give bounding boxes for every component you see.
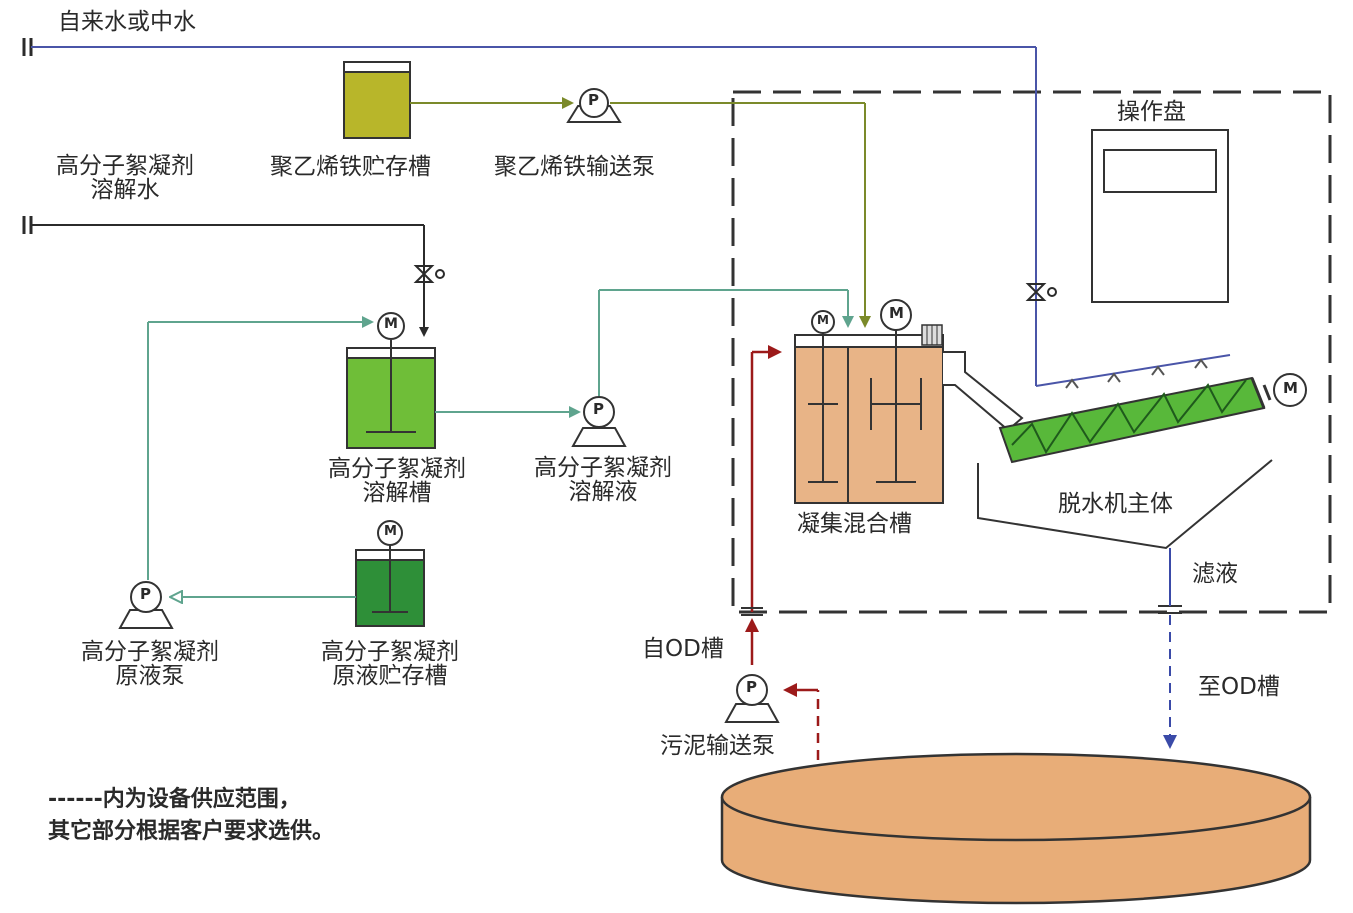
dewater-body-label: 脱水机主体 xyxy=(1058,491,1173,517)
dissolve-tank-label: 高分子絮凝剂 溶解槽 xyxy=(328,456,466,507)
motor-letter: M xyxy=(1283,379,1298,397)
pump-letter: P xyxy=(593,400,604,418)
stock-tank-label: 高分子絮凝剂 原液贮存槽 xyxy=(321,639,459,690)
water-valve-icon xyxy=(413,265,445,283)
from-od-label: 自OD槽 xyxy=(642,636,724,662)
pump-icon xyxy=(566,88,622,123)
motor-letter: M xyxy=(889,304,904,322)
dissolution-water-line xyxy=(22,216,429,337)
motor-icon xyxy=(377,299,1307,546)
tap-water-label: 自来水或中水 xyxy=(58,9,196,35)
control-panel xyxy=(1091,129,1229,303)
motor-letter: M xyxy=(384,316,398,332)
sludge-pump-label: 污泥输送泵 xyxy=(660,733,775,759)
pump-letter: P xyxy=(746,678,757,696)
pfs-tank-label: 聚乙烯铁贮存槽 xyxy=(270,154,431,180)
mixing-tank-label: 凝集混合槽 xyxy=(797,511,912,537)
pump-letter: P xyxy=(588,91,599,109)
to-od-label: 至OD槽 xyxy=(1198,674,1280,700)
sludge-line xyxy=(745,345,820,760)
spray-valve-icon xyxy=(1025,283,1057,301)
dissolution-tank xyxy=(346,340,436,449)
polymer-lines xyxy=(147,289,854,597)
pump-icon xyxy=(571,396,627,447)
pfs-line xyxy=(410,97,871,328)
dissolve-water-label: 高分子絮凝剂 溶解水 xyxy=(56,153,194,204)
scope-note: ------内为设备供应范围， 其它部分根据客户要求选供。 xyxy=(48,787,335,844)
stock-storage-tank xyxy=(355,545,425,627)
pump-icon xyxy=(118,581,174,629)
dewatering-machine xyxy=(977,376,1273,550)
motor-letter: M xyxy=(817,313,829,327)
control-panel-label: 操作盘 xyxy=(1117,99,1186,125)
supply-scope-boundary xyxy=(731,90,1332,614)
pump-letter: P xyxy=(140,585,151,603)
motor-letter: M xyxy=(384,524,397,539)
spray-nozzles-icon xyxy=(1065,358,1208,389)
pfs-storage-tank xyxy=(343,61,411,139)
stock-pump-label: 高分子絮凝剂 原液泵 xyxy=(81,639,219,690)
filtrate-label: 滤液 xyxy=(1192,561,1238,587)
pump-icon xyxy=(724,674,780,723)
solution-label: 高分子絮凝剂 溶解液 xyxy=(534,455,672,506)
od-tank xyxy=(720,752,1312,905)
pfs-pump-label: 聚乙烯铁输送泵 xyxy=(494,154,655,180)
tap-water-line xyxy=(22,38,1231,387)
mixing-tank xyxy=(794,324,1024,504)
